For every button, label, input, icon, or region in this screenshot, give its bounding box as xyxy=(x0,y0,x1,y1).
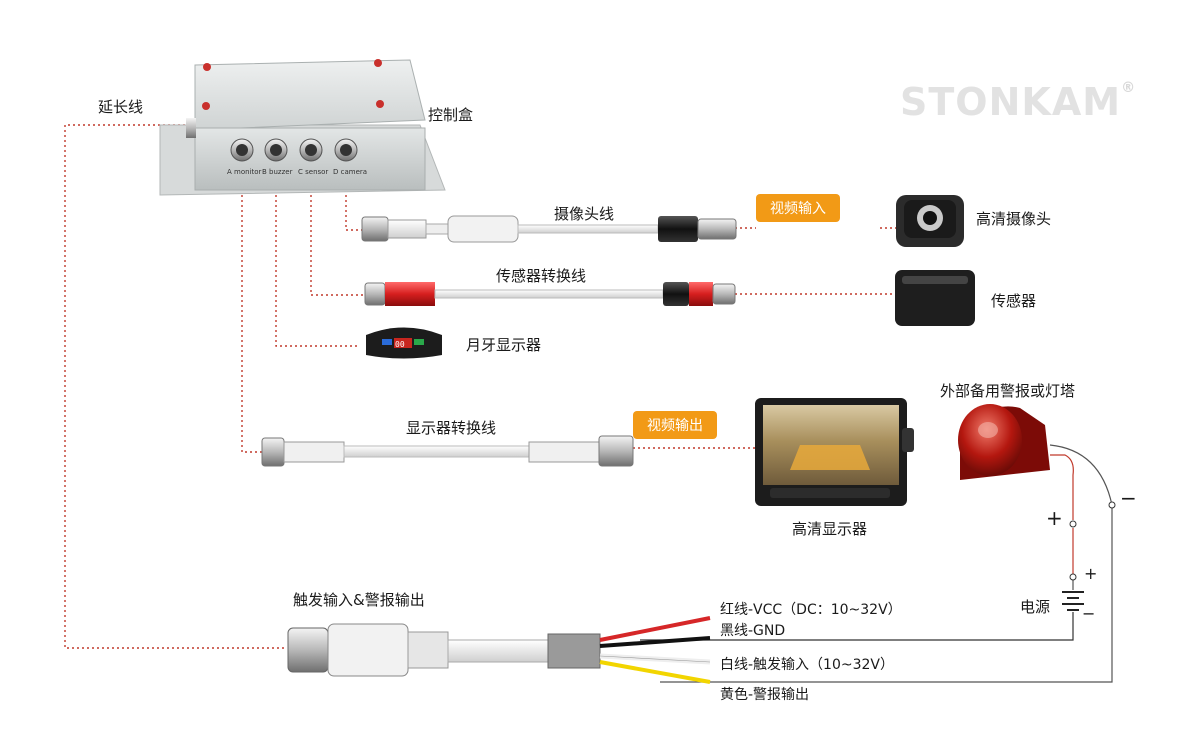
sensor-cable-label: 传感器转换线 xyxy=(496,267,587,285)
white-wire-label: 白线-触发输入（10~32V） xyxy=(720,657,894,673)
port-c-label: C sensor xyxy=(298,168,328,176)
connection-lines xyxy=(64,124,897,649)
hd-camera-label: 高清摄像头 xyxy=(976,210,1052,228)
control-box-label: 控制盒 xyxy=(428,106,474,124)
power-label: 电源 xyxy=(1020,598,1051,616)
monitor-cable xyxy=(261,435,634,467)
brand-mark: ® xyxy=(1121,80,1137,96)
camera-icon xyxy=(896,195,964,247)
port-b-label: B buzzer xyxy=(262,168,293,176)
alarm-tower-label: 外部备用警报或灯塔 xyxy=(940,382,1076,400)
sensor-icon xyxy=(895,270,975,326)
camera-cable xyxy=(361,215,737,243)
alarm-tower-icon xyxy=(958,404,1050,480)
alarm-minus-sign: − xyxy=(1120,486,1137,510)
power-minus-sign: − xyxy=(1082,604,1096,623)
power-plus-sign: + xyxy=(1084,564,1098,583)
black-wire-label: 黑线-GND xyxy=(720,623,786,639)
crescent-readout: 00 xyxy=(395,340,405,349)
trigger-alarm-label: 触发输入&警报输出 xyxy=(293,591,425,609)
red-wire-label: 红线-VCC（DC：10~32V） xyxy=(720,602,902,618)
brand-logo: STONKAM® xyxy=(900,80,1136,124)
port-labels: A monitor B buzzer C sensor D camera xyxy=(227,168,367,176)
video-output-badge: 视频输出 xyxy=(633,411,717,439)
control-box-icon xyxy=(159,59,446,196)
battery-icon xyxy=(1062,591,1084,611)
video-input-badge: 视频输入 xyxy=(756,194,840,222)
monitor-icon xyxy=(755,398,914,506)
yellow-wire-label: 黄色-警报输出 xyxy=(720,687,810,703)
extension-cable-label: 延长线 xyxy=(98,98,144,116)
brand-name: STONKAM xyxy=(900,80,1122,124)
alarm-plus-sign: + xyxy=(1046,506,1063,530)
port-a-label: A monitor xyxy=(227,168,262,176)
crescent-display-icon xyxy=(366,327,442,359)
hd-monitor-label: 高清显示器 xyxy=(792,520,868,538)
crescent-display-label: 月牙显示器 xyxy=(466,336,542,354)
port-d-label: D camera xyxy=(333,168,367,176)
trigger-alarm-cable xyxy=(287,616,711,684)
monitor-cable-label: 显示器转换线 xyxy=(406,419,497,437)
sensor-cable xyxy=(364,282,736,306)
camera-cable-label: 摄像头线 xyxy=(554,205,615,223)
sensor-label: 传感器 xyxy=(991,292,1037,310)
